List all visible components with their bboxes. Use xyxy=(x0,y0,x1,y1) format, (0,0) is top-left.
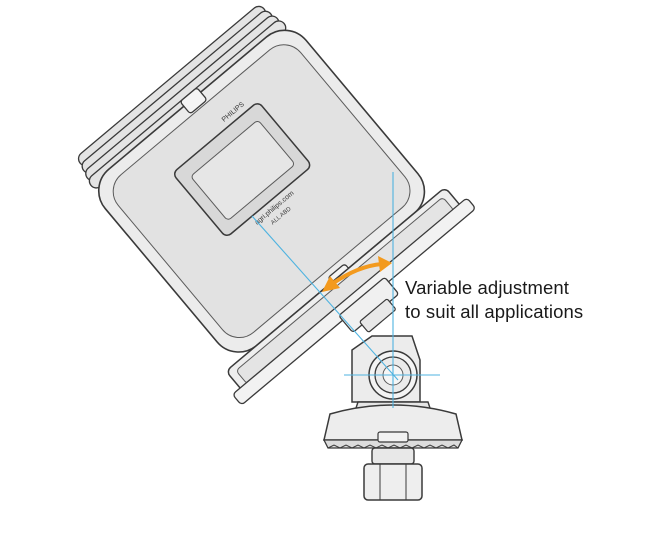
mounting-base xyxy=(322,401,464,449)
caption-line-2: to suit all applications xyxy=(405,301,584,322)
lamp-housing: PHILIPS agri.philips.com ALL ABD xyxy=(77,5,475,405)
threaded-bolt xyxy=(363,447,423,501)
top-clip xyxy=(180,88,207,114)
mounting-bracket xyxy=(339,277,399,333)
alignment-guides xyxy=(251,172,440,408)
tilted-guide xyxy=(251,215,399,381)
caption-line-1: Variable adjustment xyxy=(405,277,570,298)
swivel-joint xyxy=(351,335,421,403)
adjustment-caption: Variable adjustment to suit all applicat… xyxy=(405,276,655,324)
label-plate xyxy=(173,103,311,237)
front-frame xyxy=(227,189,475,405)
double-headed-curved-arrow-icon xyxy=(322,256,392,292)
